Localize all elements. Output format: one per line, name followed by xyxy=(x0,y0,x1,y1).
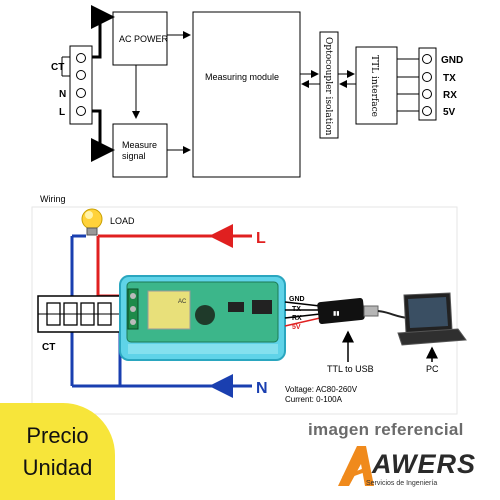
ttl-usb-adapter-icon: ▮▮ xyxy=(317,297,411,325)
terminal-screw-icon xyxy=(422,106,432,116)
terminal-label-5v: 5V xyxy=(443,107,456,118)
measuring-module-label: Measuring module xyxy=(205,72,279,82)
capacitor-icon xyxy=(195,305,215,325)
terminal-screw-icon xyxy=(422,89,432,99)
block-diagram xyxy=(61,5,437,178)
pin-5v-label: 5V xyxy=(292,324,301,331)
terminal-label-l: L xyxy=(59,107,65,118)
ttl-wires xyxy=(284,301,321,327)
terminal-screw-icon xyxy=(76,70,86,80)
measure-signal-label-1: Measure xyxy=(122,140,157,150)
optocoupler-label: Optocoupler isolation xyxy=(323,37,333,136)
terminal-label-n: N xyxy=(59,89,66,100)
price-badge-line2: Unidad xyxy=(22,455,93,480)
price-badge: Precio Unidad xyxy=(0,403,115,500)
ac-power-block xyxy=(112,11,168,66)
terminal-screw-icon xyxy=(422,72,432,82)
ttl-usb-label: TTL to USB xyxy=(327,364,374,374)
output-terminal-block xyxy=(418,47,437,121)
ttl-interface-label: TTL interface xyxy=(369,55,379,117)
terminal-screw-icon xyxy=(422,54,432,64)
current-spec: Current: 0-100A xyxy=(285,395,343,404)
pin-gnd-label: GND xyxy=(289,296,305,303)
laptop-icon xyxy=(397,292,467,346)
terminal-label-rx: RX xyxy=(443,90,457,101)
measure-signal-label-2: signal xyxy=(122,151,146,161)
terminal-label-tx: TX xyxy=(443,73,456,84)
wiring-title: Wiring xyxy=(40,194,66,204)
pin-rx-label: RX xyxy=(292,315,302,322)
brand-tagline: Servicios de Ingeniería xyxy=(366,480,438,487)
pin-tx-label: TX xyxy=(292,306,301,313)
wiring-frame xyxy=(31,206,458,415)
price-badge-line1: Precio xyxy=(26,423,89,448)
reference-note: imagen referencial xyxy=(308,420,464,439)
ac-power-label: AC POWER xyxy=(119,34,169,44)
load-label: LOAD xyxy=(110,216,135,226)
terminal-screw-icon xyxy=(76,88,86,98)
input-terminal-block xyxy=(69,45,93,125)
ct-label: CT xyxy=(42,342,55,353)
terminal-screw-icon xyxy=(76,106,86,116)
pc-label: PC xyxy=(426,364,439,374)
light-bulb-icon xyxy=(81,208,103,236)
ttl-interface-block xyxy=(355,46,398,125)
optocoupler-block xyxy=(319,31,339,139)
terminal-label-ct: CT xyxy=(51,62,64,73)
line-label: L xyxy=(256,230,266,247)
usb-plug-icon xyxy=(363,305,379,317)
svg-text:▮▮: ▮▮ xyxy=(333,311,340,317)
transformer-icon xyxy=(147,290,191,330)
current-transformer-icon xyxy=(37,295,121,333)
terminal-screw-icon xyxy=(76,53,86,63)
terminal-label-gnd: GND xyxy=(441,55,463,66)
module-board-label: AC xyxy=(178,299,187,305)
measuring-module-block xyxy=(192,11,301,178)
power-meter-module xyxy=(119,275,286,361)
brand-name: AWERS xyxy=(372,449,477,479)
voltage-spec: Voltage: AC80-260V xyxy=(285,385,358,394)
neutral-label: N xyxy=(256,380,268,397)
